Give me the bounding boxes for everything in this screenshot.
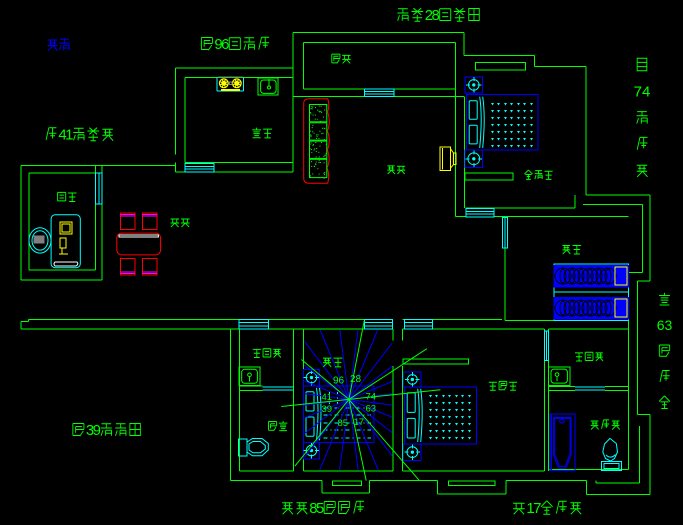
svg-text:9: 9 — [93, 422, 101, 439]
svg-text:8: 8 — [432, 7, 440, 24]
svg-text:96: 96 — [333, 376, 345, 387]
svg-text:28: 28 — [350, 374, 362, 385]
svg-text:2: 2 — [425, 7, 433, 24]
svg-text:9: 9 — [214, 36, 222, 53]
svg-text:39: 39 — [322, 404, 333, 415]
svg-text:4: 4 — [58, 126, 66, 143]
svg-text:6: 6 — [221, 36, 229, 53]
svg-text:74: 74 — [634, 83, 651, 100]
svg-text:7: 7 — [533, 500, 541, 517]
svg-text:63: 63 — [657, 317, 673, 333]
svg-text:63: 63 — [366, 404, 377, 415]
svg-text:1: 1 — [526, 500, 534, 517]
svg-text:17: 17 — [354, 417, 365, 428]
svg-text:3: 3 — [86, 422, 94, 439]
svg-text:41: 41 — [322, 392, 333, 403]
svg-text:5: 5 — [316, 500, 324, 517]
svg-text:8: 8 — [309, 500, 317, 517]
svg-text:1: 1 — [65, 126, 73, 143]
svg-text:74: 74 — [366, 392, 377, 403]
svg-text:85: 85 — [338, 418, 349, 429]
